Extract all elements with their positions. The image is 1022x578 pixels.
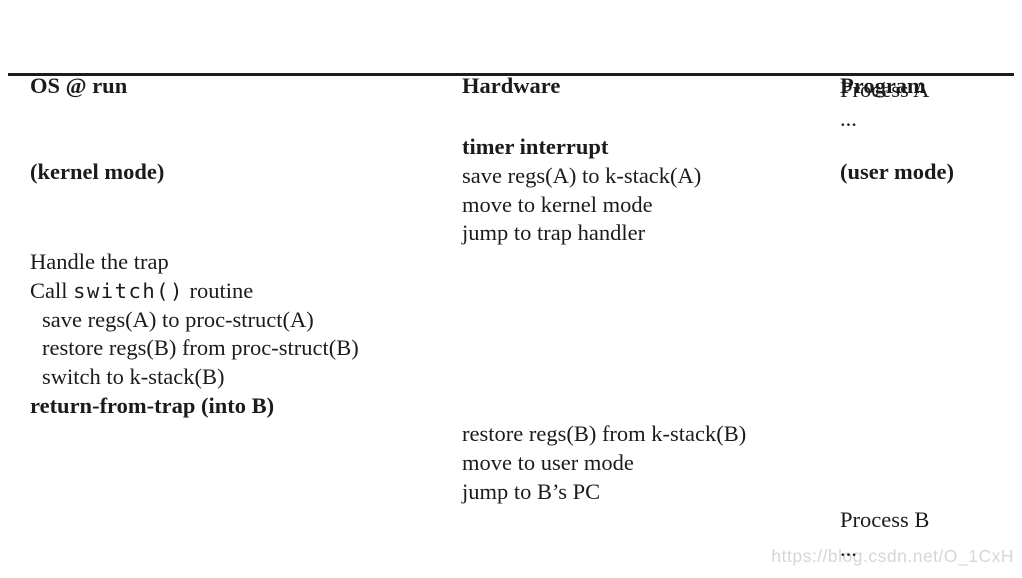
header-program-line1: Program [840, 73, 926, 98]
blog-watermark: https://blog.csdn.net/O_1CxH [771, 546, 1014, 566]
switch-code-token: switch() [73, 278, 184, 303]
table-body: Process A ... timer interrupt save regs(… [0, 76, 1022, 564]
header-rule [8, 73, 1014, 76]
process-a-label: Process A [840, 77, 930, 102]
switch-kstack-line: switch to k-stack(B) [42, 363, 225, 389]
call-switch-prefix: Call [30, 277, 74, 303]
restore-regs-kstack-line: restore regs(B) from k-stack(B) [462, 421, 747, 447]
header-os-line1: OS @ run [30, 73, 128, 98]
call-switch-line: Call switch() routine [0, 277, 1022, 306]
process-b-ellipsis: ... [840, 536, 857, 561]
jump-trap-handler-line: jump to trap handler [462, 220, 646, 246]
header-program-line2: (user mode) [840, 158, 954, 184]
save-regs-proc-struct-line: save regs(A) to proc-struct(A) [42, 306, 314, 332]
jump-bs-pc-line: jump to B’s PC [462, 478, 601, 504]
header-program-user-mode: Program (user mode) [840, 15, 954, 243]
timer-interrupt-line: timer interrupt [462, 134, 609, 160]
save-regs-kstack-line: save regs(A) to k-stack(A) [462, 163, 702, 189]
handle-trap-line: Handle the trap [30, 249, 169, 275]
process-b-label: Process B [840, 507, 930, 533]
restore-regs-proc-struct-line: restore regs(B) from proc-struct(B) [42, 335, 359, 361]
header-hardware: Hardware [462, 15, 560, 158]
move-user-mode-line: move to user mode [462, 449, 634, 475]
process-a-ellipsis: ... [840, 105, 857, 131]
call-switch-suffix: routine [183, 277, 254, 303]
return-from-trap-line: return-from-trap (into B) [30, 392, 275, 418]
header-os-line2: (kernel mode) [30, 158, 165, 184]
header-hardware-line1: Hardware [462, 73, 561, 98]
header-os-kernel-mode: OS @ run (kernel mode) [30, 15, 164, 243]
move-kernel-mode-line: move to kernel mode [462, 191, 653, 217]
